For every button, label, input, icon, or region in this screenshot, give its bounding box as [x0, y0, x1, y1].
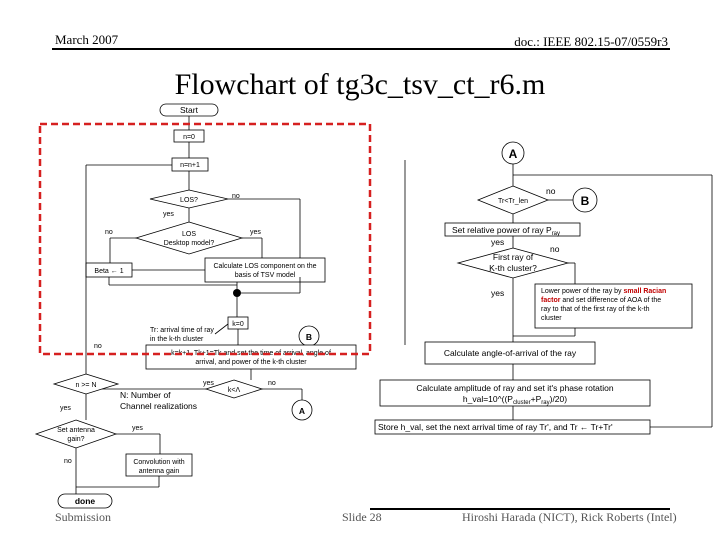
amplitude-box [379, 379, 651, 407]
lower-power-label-4: cluster [541, 315, 562, 322]
antenna-decision [34, 419, 118, 449]
header-rule [52, 48, 670, 50]
tr-check-label: Tr<Tr_len [498, 198, 528, 205]
los-desktop-label-2: Desktop model? [164, 240, 215, 247]
cluster-box [145, 344, 357, 370]
footer-submission: Submission [55, 510, 112, 524]
los-component-label-1: Calculate LOS component on the [213, 263, 316, 270]
lower-power-label-1: Lower power of the ray by small Racian [541, 288, 666, 295]
done-label: done [75, 496, 96, 506]
set-power-yes-label: yes [491, 237, 504, 247]
amplitude-label-1: Calculate amplitude of ray and set it's … [416, 383, 614, 393]
connector-b-right [572, 187, 598, 213]
lower-power-label-2: factor and set difference of AOA of the [541, 297, 661, 304]
start-label: Start [180, 105, 199, 115]
footer-authors: Hiroshi Harada (NICT), Rick Roberts (Int… [462, 510, 677, 524]
n-yes-label: yes [60, 405, 71, 412]
los-desktop-label-1: LOS [182, 231, 196, 238]
first-ray-yes-label: yes [491, 288, 504, 298]
n-no-label: no [94, 343, 102, 350]
k-init-label: k=0 [232, 321, 244, 328]
n-def-2: Channel realizations [120, 401, 197, 411]
los-no-label: no [232, 193, 240, 200]
header-date: March 2007 [55, 32, 119, 47]
footer-slide-number: Slide 28 [342, 510, 382, 524]
tr-comment-2: in the k-th cluster [150, 336, 204, 343]
n-inc-box [171, 157, 209, 172]
los-yes-label: yes [163, 211, 174, 218]
connector-b-right-label: B [581, 194, 590, 208]
n-init-label: n=0 [183, 134, 195, 141]
first-ray-label-1: First ray of [493, 252, 534, 262]
beta-label: Beta ← 1 [94, 268, 123, 275]
connector-a-left-label: A [299, 406, 305, 416]
los-decision-label: LOS? [180, 197, 198, 204]
connector-a-left [291, 399, 313, 421]
tr-no-label: no [546, 186, 556, 196]
cluster-label-2: arrival, and power of the k-th cluster [195, 359, 307, 366]
connector-b-left-label: B [306, 332, 312, 342]
footer-rule [370, 508, 670, 510]
header-doc-id: doc.: IEEE 802.15-07/0559r3 [514, 34, 668, 49]
slide-title: Flowchart of tg3c_tsv_ct_r6.m [174, 68, 546, 101]
lower-power-box [534, 283, 693, 329]
lower-power-label-3: ray to that of the first ray of the k-th [541, 306, 650, 313]
los-desktop-decision [134, 221, 244, 255]
set-power-box [444, 222, 581, 237]
store-label: Store h_val, set the next arrival time o… [378, 422, 613, 432]
k-check-decision [204, 379, 264, 399]
desktop-yes-label: yes [250, 229, 261, 236]
k-check-label: k<Λ [228, 387, 241, 394]
antenna-yes-label: yes [132, 425, 143, 432]
amplitude-label-2: h_val=10^((Pcluster+Pray)/20) [463, 394, 567, 406]
tr-comment-1: Tr: arrival time of ray [150, 327, 214, 334]
aoa-box [424, 341, 596, 365]
los-component-box [204, 257, 326, 283]
n-inc-label: n=n+1 [180, 162, 200, 169]
first-ray-label-2: K-th cluster? [489, 263, 537, 273]
aoa-label: Calculate angle-of-arrival of the ray [444, 348, 577, 358]
cluster-label-1: k=k+1, Tk+1=Tk and set the time of arriv… [171, 350, 331, 357]
n-def-1: N: Number of [120, 390, 171, 400]
k-no-label: no [268, 380, 276, 387]
antenna-no-label: no [64, 458, 72, 465]
convolution-label-2: antenna gain [139, 468, 180, 475]
k-yes-label: yes [203, 380, 214, 387]
los-component-label-2: basis of TSV model [235, 272, 296, 279]
antenna-label-2: gain? [67, 436, 84, 443]
convolution-label-1: Convolution with [133, 459, 184, 466]
highlight-frame [38, 122, 372, 356]
n-check-label: n >= N [75, 382, 96, 389]
connector-a-right-label: A [509, 147, 518, 161]
first-ray-no-label: no [550, 244, 560, 254]
done-terminal [57, 493, 113, 509]
desktop-no-label: no [105, 229, 113, 236]
merge-dot [233, 289, 241, 297]
antenna-label-1: Set antenna [57, 427, 95, 434]
set-power-label: Set relative power of ray Pray [452, 225, 560, 237]
